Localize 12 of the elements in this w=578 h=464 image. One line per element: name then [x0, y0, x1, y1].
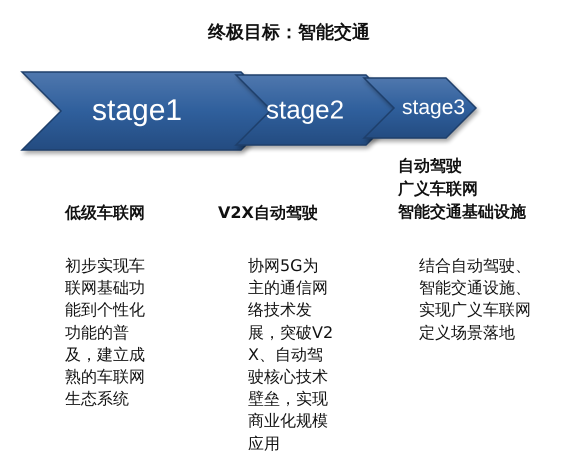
stage-label: stage1	[92, 94, 182, 128]
column-heading: 智能交通基础设施	[398, 202, 526, 221]
description-text: 协网5G为主的通信网络技术发展，突破V2X、自动驾驶核心技术壁垒，实现商业化规模应用	[248, 256, 334, 453]
column-heading: 广义车联网	[398, 179, 478, 198]
stage-label: stage3	[402, 96, 466, 120]
description-text: 结合自动驾驶、智能交通设施、实现广义车联网定义场景落地	[419, 256, 531, 342]
column-heading: 低级车联网	[65, 203, 145, 222]
stage-label: stage2	[266, 94, 344, 126]
description-text: 初步实现车联网基础功能到个性化功能的普及，建立成熟的车联网生态系统	[65, 256, 145, 408]
title: 终极目标：智能交通	[208, 21, 370, 44]
column-heading: V2X自动驾驶	[218, 203, 318, 222]
column-heading: 自动驾驶	[398, 156, 462, 175]
